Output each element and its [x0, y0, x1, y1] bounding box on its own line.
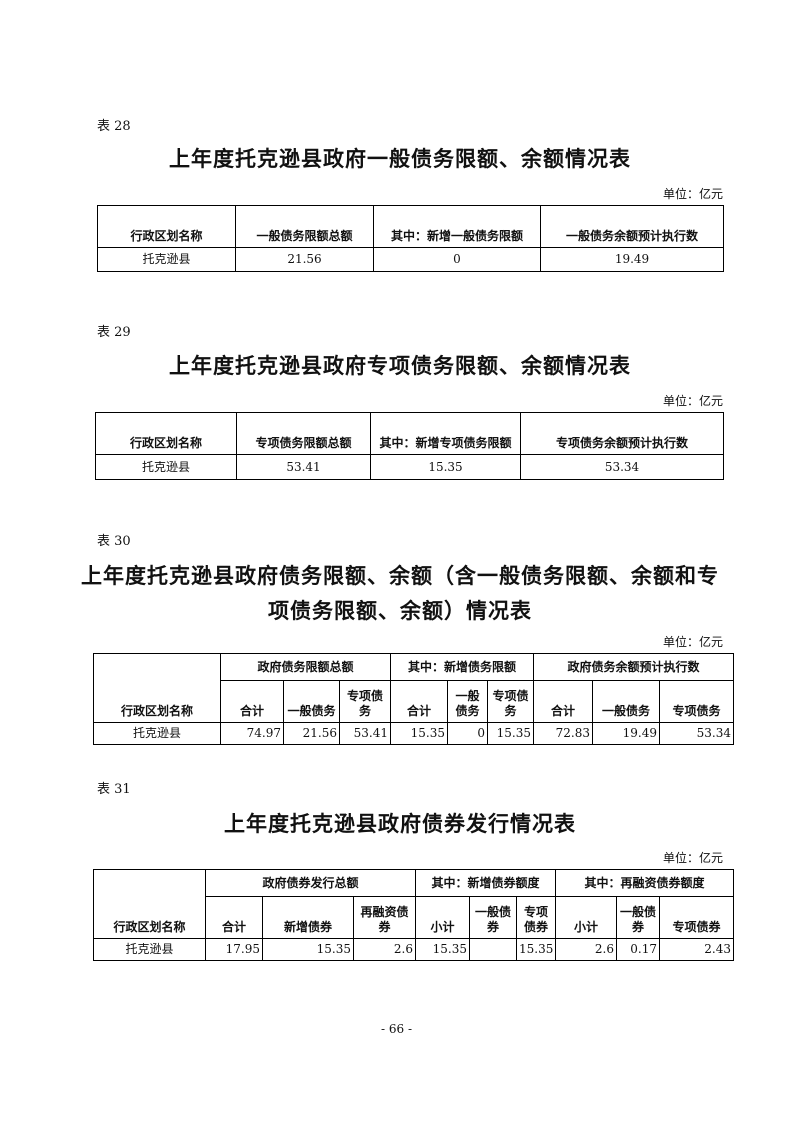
header-cell: 小计: [555, 896, 617, 939]
header-cell: 小计: [415, 896, 470, 939]
table-title: 上年度托克逊县政府债券发行情况表: [224, 811, 576, 836]
cell: 21.56: [283, 722, 340, 745]
table-number: 表 28: [97, 119, 131, 134]
header-cell: 一般债务限额总额: [235, 205, 374, 248]
header-cell: 行政区划名称: [93, 653, 221, 723]
header-cell: 专项债务余额预计执行数: [520, 412, 724, 455]
table-30: 行政区划名称 政府债务限额总额 其中：新增债务限额 政府债务余额预计执行数 合计…: [93, 653, 734, 745]
header-cell: 合计: [533, 680, 593, 723]
cell: 15.35: [262, 938, 354, 961]
table-title: 上年度托克逊县政府一般债务限额、余额情况表: [169, 146, 631, 171]
header-cell: 行政区划名称: [93, 869, 206, 939]
header-cell: 再融资债券: [353, 896, 416, 939]
header-cell: 合计: [390, 680, 448, 723]
cell: 托克逊县: [97, 247, 236, 272]
cell: 53.34: [659, 722, 734, 745]
cell: 0.17: [616, 938, 660, 961]
unit-label: 单位：亿元: [662, 635, 723, 649]
group-header: 其中：再融资债券额度: [555, 869, 734, 897]
header-cell: 专项债务: [487, 680, 534, 723]
cell: 2.6: [555, 938, 617, 961]
table-28: 行政区划名称一般债务限额总额其中：新增一般债务限额一般债务余额预计执行数 托克逊…: [97, 205, 724, 272]
unit-label: 单位：亿元: [662, 851, 723, 865]
cell: 53.41: [236, 454, 371, 480]
header-cell: 一般债务: [592, 680, 660, 723]
table-title: 上年度托克逊县政府债务限额、余额（含一般债务限额、余额和专: [81, 563, 719, 588]
group-header: 其中：新增债券额度: [415, 869, 556, 897]
cell: 53.41: [339, 722, 391, 745]
header-cell: 专项债券: [659, 896, 734, 939]
cell: 15.35: [415, 938, 470, 961]
table-number: 表 29: [97, 325, 131, 340]
header-cell: 专项债务: [339, 680, 391, 723]
cell: 0: [447, 722, 488, 745]
cell: 19.49: [540, 247, 724, 272]
unit-label: 单位：亿元: [662, 187, 723, 201]
group-header: 其中：新增债务限额: [390, 653, 534, 681]
header-cell: 专项债务: [659, 680, 734, 723]
table-title: 上年度托克逊县政府专项债务限额、余额情况表: [169, 353, 631, 378]
page-number: - 66 -: [380, 1022, 412, 1036]
cell: 15.35: [390, 722, 448, 745]
header-cell: 新增债券: [262, 896, 354, 939]
header-cell: 合计: [220, 680, 284, 723]
group-header: 政府债务限额总额: [220, 653, 391, 681]
header-cell: 专项债务限额总额: [236, 412, 371, 455]
cell: 2.43: [659, 938, 734, 961]
table-29: 行政区划名称专项债务限额总额其中：新增专项债务限额专项债务余额预计执行数 托克逊…: [95, 412, 724, 480]
group-header: 政府债务余额预计执行数: [533, 653, 734, 681]
unit-label: 单位：亿元: [662, 394, 723, 408]
header-cell: 一般债务: [283, 680, 340, 723]
header-cell: 行政区划名称: [95, 412, 237, 455]
table-31: 行政区划名称 政府债券发行总额 其中：新增债券额度 其中：再融资债券额度 合计新…: [93, 869, 734, 961]
cell: 74.97: [220, 722, 284, 745]
header-cell: 专项债券: [516, 896, 556, 939]
cell: 15.35: [516, 938, 556, 961]
cell: 19.49: [592, 722, 660, 745]
cell: 托克逊县: [93, 722, 221, 745]
cell: [469, 938, 517, 961]
table-title: 项债务限额、余额）情况表: [268, 598, 532, 623]
group-header: 政府债券发行总额: [205, 869, 416, 897]
cell: 托克逊县: [95, 454, 237, 480]
cell: 0: [373, 247, 541, 272]
cell: 托克逊县: [93, 938, 206, 961]
header-cell: 一般债券: [469, 896, 517, 939]
header-cell: 行政区划名称: [97, 205, 236, 248]
header-cell: 一般债务: [447, 680, 488, 723]
cell: 53.34: [520, 454, 724, 480]
header-cell: 其中：新增专项债务限额: [370, 412, 521, 455]
cell: 72.83: [533, 722, 593, 745]
table-number: 表 30: [97, 534, 131, 549]
header-cell: 其中：新增一般债务限额: [373, 205, 541, 248]
header-cell: 合计: [205, 896, 263, 939]
cell: 2.6: [353, 938, 416, 961]
header-cell: 一般债券: [616, 896, 660, 939]
table-number: 表 31: [97, 782, 131, 797]
cell: 17.95: [205, 938, 263, 961]
cell: 15.35: [487, 722, 534, 745]
cell: 21.56: [235, 247, 374, 272]
header-cell: 一般债务余额预计执行数: [540, 205, 724, 248]
cell: 15.35: [370, 454, 521, 480]
